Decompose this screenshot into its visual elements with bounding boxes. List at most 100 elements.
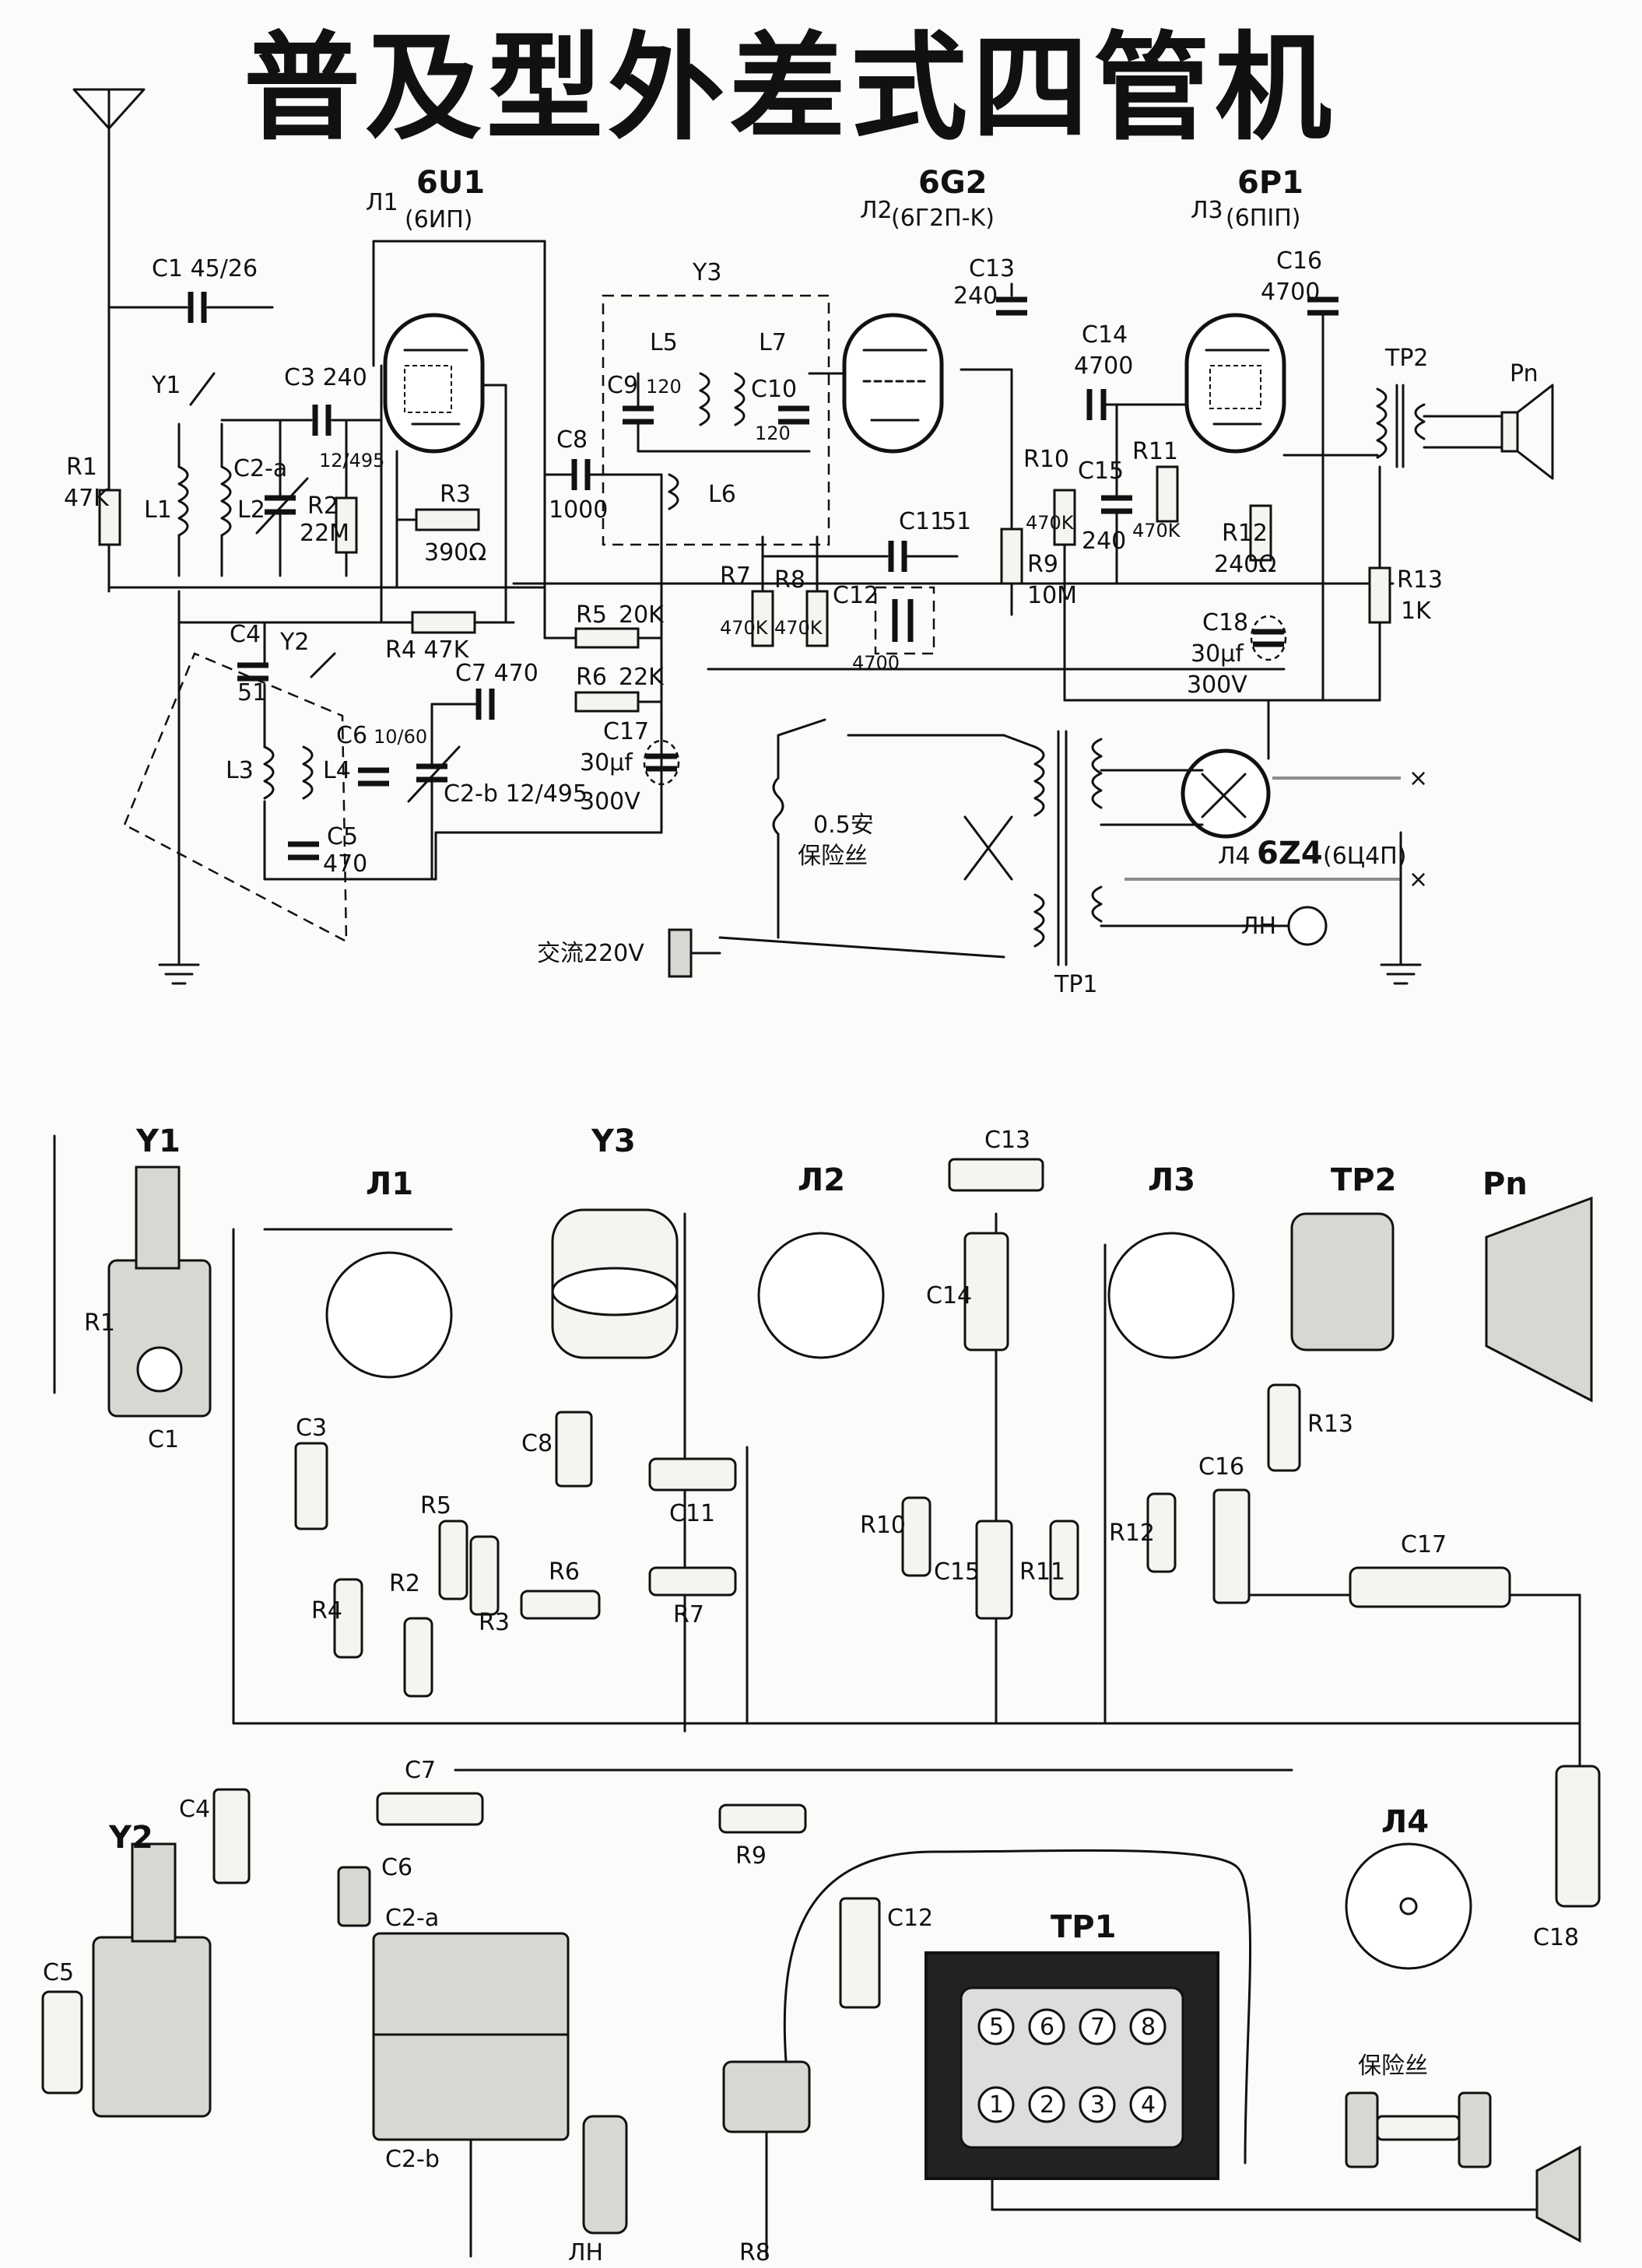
label-c8: C8 — [556, 426, 588, 454]
label-c2a: C2-a — [233, 455, 287, 482]
label-r6: R6 — [576, 664, 607, 691]
label-r10: R10 — [1023, 446, 1069, 473]
layout-label-c2b: C2-b — [385, 2146, 440, 2173]
resistor-r6 — [574, 691, 640, 713]
socket-l3: Л3 — [1107, 1162, 1235, 1359]
label-r4: R4 47K — [385, 636, 470, 664]
coil-y2: Y2 L3 L4 — [226, 629, 351, 800]
layout-resistor-r6 — [520, 1590, 601, 1620]
tube-l3-type: 6P1 — [1237, 165, 1303, 201]
layout-speaker-icon: Pn — [1482, 1166, 1593, 1403]
label-c3: C3 240 — [284, 364, 367, 391]
label-l7: L7 — [759, 329, 787, 356]
label-c16-value: 4700 — [1261, 279, 1320, 306]
layout-label-l4: Л4 — [1381, 1804, 1429, 1840]
capacitor-c18 — [1250, 615, 1287, 661]
transformer-tp1: TP1 — [963, 730, 1103, 998]
tp1-pin-8: 8 — [1141, 2014, 1156, 2041]
coil-y2-component: Y2 — [92, 1820, 212, 2118]
label-c2b: C2-b 12/495 — [444, 780, 588, 808]
layout-label-c8: C8 — [521, 1430, 553, 1457]
layout-label-r8: R8 — [739, 2239, 770, 2266]
tp1-pin-1: 1 — [989, 2091, 1004, 2119]
ac-plug-icon — [668, 928, 721, 978]
label-c16: C16 — [1276, 247, 1322, 275]
layout-label-r10: R10 — [860, 1512, 906, 1539]
layout-label-pn: Pn — [1482, 1166, 1528, 1202]
tp1-pin-4: 4 — [1141, 2091, 1156, 2119]
label-l1: L1 — [144, 496, 172, 524]
page-title: 普及型外差式四管机 — [244, 19, 1336, 156]
label-r9-value: 10M — [1027, 582, 1077, 609]
layout-label-fuse: 保险丝 — [1358, 2052, 1428, 2080]
resistor-r4 — [411, 611, 476, 634]
label-c8-value: 1000 — [549, 496, 608, 524]
layout-label-c16: C16 — [1198, 1453, 1244, 1481]
socket-l4: Л4 — [1345, 1804, 1472, 1970]
label-r1-value: 47K — [64, 485, 110, 512]
layout-label-c14: C14 — [926, 1282, 972, 1309]
label-c2a-value: 12/495 — [319, 450, 384, 471]
layout-label-c15: C15 — [934, 1558, 980, 1586]
layout-capacitor-c3 — [294, 1442, 328, 1530]
socket-l1: Л1 — [325, 1166, 453, 1379]
layout-label-l2: Л2 — [798, 1162, 845, 1198]
label-c9: C9 — [607, 372, 638, 399]
layout-label-c2a: C2-a — [385, 1905, 439, 1932]
label-c10: C10 — [751, 376, 797, 403]
label-ac-input: 交流220V — [537, 940, 644, 967]
coil-y1-component: Y1 R1 C1 — [84, 1123, 212, 1453]
tp1-pin-5: 5 — [989, 2014, 1004, 2041]
fuse-symbol — [772, 776, 784, 836]
label-pn: Pn — [1510, 360, 1538, 387]
layout-resistor-r7 — [648, 1566, 737, 1597]
twisted-heater-wire — [783, 1849, 1252, 2165]
label-c12: C12 — [833, 582, 879, 609]
transformer-tp2: TP2 — [1376, 345, 1429, 468]
label-fuse: 0.5安 — [813, 812, 874, 839]
label-r10-value: 470K — [1026, 512, 1075, 534]
layout-label-r12: R12 — [1109, 1520, 1155, 1547]
label-c4: C4 — [230, 621, 261, 648]
layout-resistor-r12 — [1146, 1492, 1177, 1573]
layout-label-c5: C5 — [43, 1959, 74, 1986]
speaker-icon: Pn — [1500, 360, 1554, 480]
layout-label-c18: C18 — [1533, 1924, 1579, 1951]
label-c7: C7 470 — [455, 660, 539, 687]
label-c4-value: 51 — [237, 679, 267, 706]
tube-l2-sub: (6Г2Π-K) — [891, 205, 995, 232]
label-l5: L5 — [650, 329, 678, 356]
layout-label-y2: Y2 — [108, 1820, 153, 1856]
tube-l3: 6P1 Л3 (6ΠΙΠ) — [1184, 165, 1303, 454]
label-c6: C6 — [336, 722, 367, 749]
label-r12-value: 240Ω — [1214, 551, 1276, 578]
label-c10-value: 120 — [755, 422, 791, 444]
label-l6: L6 — [708, 481, 736, 508]
layout-potentiometer-r8: R8 — [722, 2060, 811, 2266]
resistor-r11 — [1156, 465, 1179, 523]
layout-label-c6: C6 — [381, 1854, 412, 1881]
label-c14-value: 4700 — [1074, 352, 1133, 380]
tp1-pin-3: 3 — [1090, 2091, 1105, 2119]
tube-l4-sub: (6Ц4Π) — [1323, 843, 1406, 870]
label-r1: R1 — [66, 454, 97, 481]
label-tp1: TP1 — [1054, 971, 1098, 998]
layout-label-c1: C1 — [148, 1426, 179, 1453]
label-r13: R13 — [1397, 566, 1443, 594]
layout-capacitor-c11 — [648, 1457, 737, 1492]
layout-resistor-r5 — [438, 1520, 468, 1600]
label-c11: C11 — [899, 508, 945, 535]
label-c11-value: 51 — [942, 508, 971, 535]
layout-resistor-r10 — [901, 1496, 932, 1577]
resistor-r1 — [98, 489, 121, 546]
layout-label-r4: R4 — [311, 1597, 342, 1625]
layout-label-r7: R7 — [673, 1601, 704, 1628]
layout-capacitor-c6 — [337, 1866, 371, 1927]
label-r7-value: 470K — [720, 617, 769, 639]
layout-label-r6: R6 — [549, 1558, 580, 1586]
label-r6-value: 22K — [619, 664, 665, 691]
layout-capacitor-c14 — [963, 1232, 1009, 1351]
layout-label-l3: Л3 — [1148, 1162, 1195, 1198]
resistor-r5 — [574, 627, 640, 649]
layout-resistor-r11 — [1049, 1520, 1079, 1600]
